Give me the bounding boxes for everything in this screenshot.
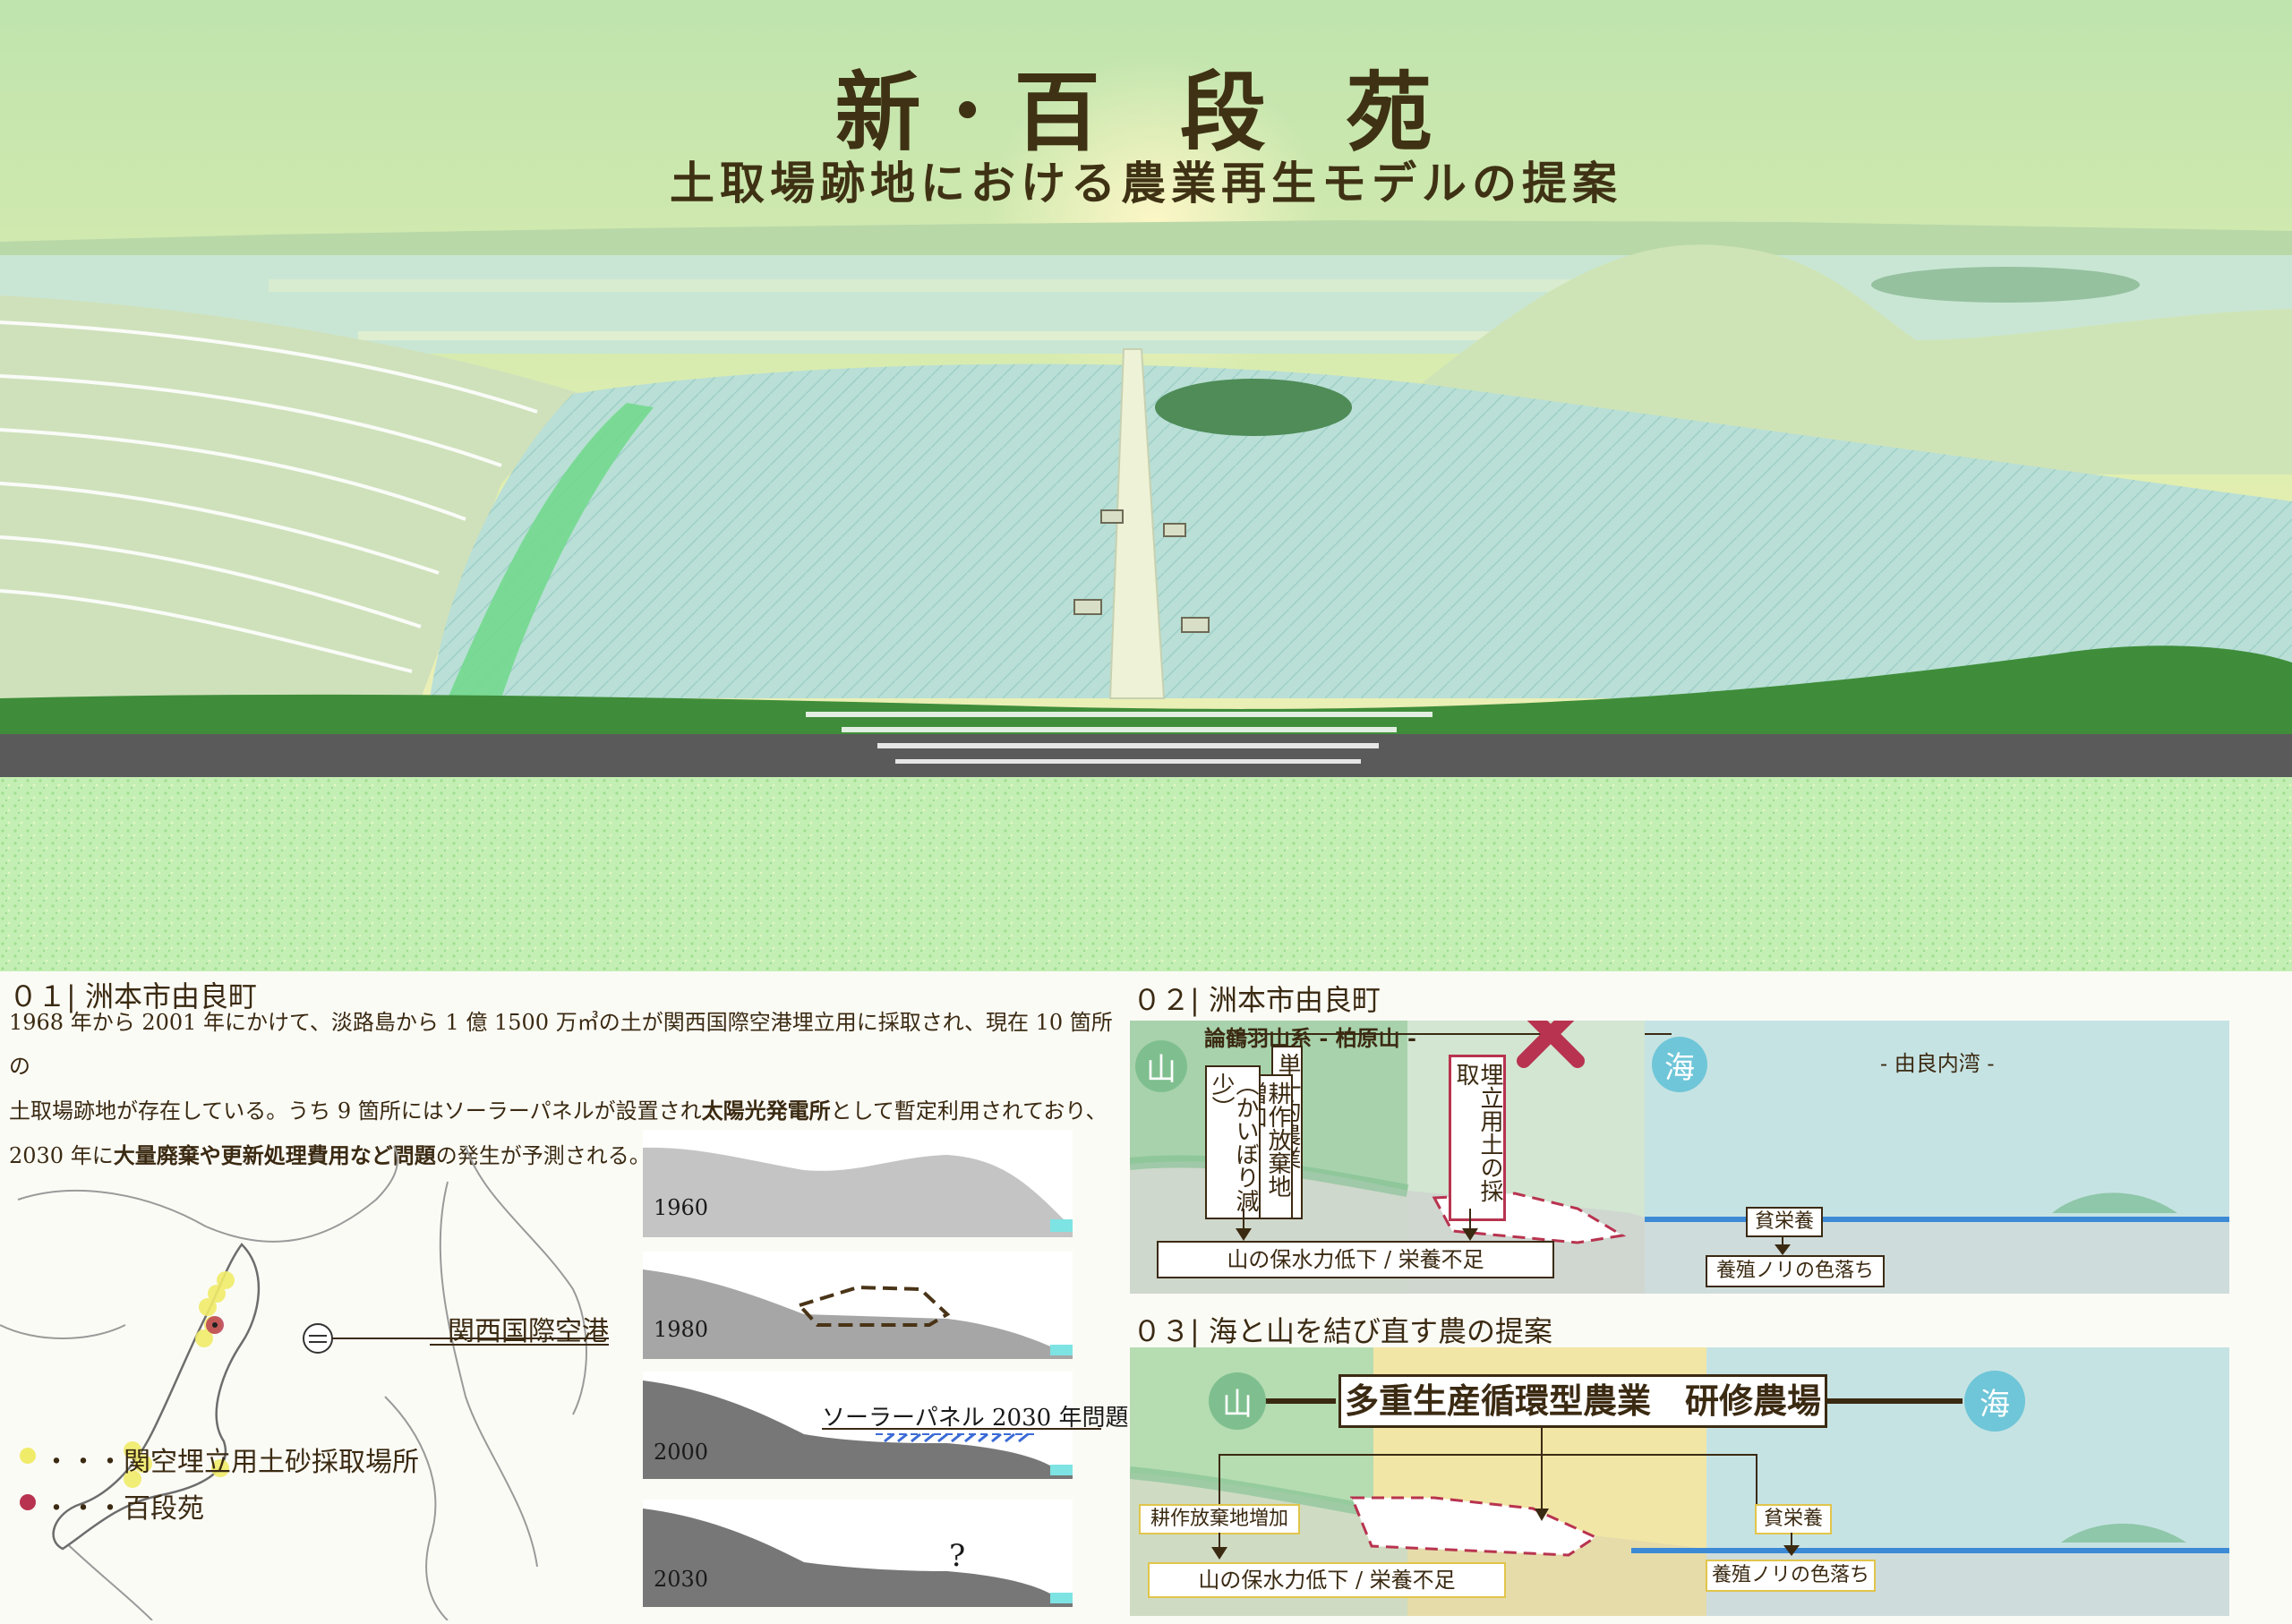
section3-heading: ０３| 海と山を結び直す農の提案 xyxy=(1133,1314,1552,1348)
para-text: として暫定利用されており、 xyxy=(830,1098,1108,1124)
para-text: 土取場跡地が存在している。うち 9 箇所にはソーラーパネルが設置され xyxy=(9,1098,702,1124)
box-nori-fading: 養殖ノリの色落ち xyxy=(1706,1255,1885,1287)
main-title: 新･百 段 苑 xyxy=(834,62,1458,163)
para-line-3: 2030 年に大量廃棄や更新処理費用など問題の発生が予測される。 xyxy=(9,1133,1124,1178)
timeline-panel-1960 xyxy=(643,1130,1073,1237)
sea-circle: 海 xyxy=(1652,1037,1707,1092)
hero-illustration xyxy=(0,0,2292,971)
para-text: 2030 年に xyxy=(9,1143,114,1168)
airport-icon xyxy=(303,1323,333,1354)
solar-label-underline xyxy=(822,1428,1101,1430)
arrow-head-icon xyxy=(1775,1244,1791,1255)
bay-label: - 由良内湾 - xyxy=(1880,1051,1995,1076)
box-nori-fading: 養殖ノリの色落ち xyxy=(1706,1560,1876,1592)
section2-heading: ０２| 洲本市由良町 xyxy=(1133,983,1381,1017)
year-2000: 2000 xyxy=(654,1440,709,1465)
box-water-retention: 山の保水力低下 / 栄養不足 xyxy=(1157,1241,1554,1278)
para-emphasis: 大量廃棄や更新処理費用など問題 xyxy=(113,1142,436,1168)
landscape-painting xyxy=(0,0,2292,971)
sea-circle: 海 xyxy=(1964,1371,2025,1432)
legend-yellow-label: ・・・関空埋立用土砂採取場所 xyxy=(43,1447,419,1478)
prohibition-x-icon xyxy=(1517,1021,1585,1068)
box-multi-production-farm: 多重生産循環型農業 研修農場 xyxy=(1338,1374,1827,1428)
arrow-head-icon xyxy=(1236,1228,1252,1241)
arrow-head-icon xyxy=(1462,1228,1478,1241)
question-mark: ? xyxy=(949,1538,966,1574)
legend-dot-red xyxy=(20,1494,36,1510)
airport-label: 関西国際空港 xyxy=(448,1316,609,1347)
para-emphasis: 太陽光発電所 xyxy=(701,1098,831,1124)
section1-paragraph: 1968 年から 2001 年にかけて、淡路島から 1 億 1500 万㎥の土が… xyxy=(9,1001,1124,1178)
year-1960: 1960 xyxy=(654,1195,709,1220)
legend-dot-yellow xyxy=(20,1448,36,1464)
airport-leader-line xyxy=(430,1344,609,1346)
legend-red-label: ・・・百段苑 xyxy=(43,1493,204,1525)
map-outline xyxy=(0,1145,609,1621)
arrow-stem xyxy=(1243,1209,1244,1235)
timeline-panel-2000 xyxy=(643,1372,1073,1479)
year-2030: 2030 xyxy=(654,1567,709,1592)
mountain-range-label: 論鶴羽山系 - 柏原山 - xyxy=(1204,1025,1416,1051)
box-poor-nutrients: 貧栄養 xyxy=(1746,1207,1823,1237)
solar-2030-label: ソーラーパネル 2030 年問題 xyxy=(822,1405,1129,1432)
arrow-head-icon xyxy=(1211,1547,1227,1560)
arrow-stem xyxy=(1791,1533,1792,1549)
timeline-panel-1980 xyxy=(643,1252,1073,1359)
mountain-circle: 山 xyxy=(1209,1372,1266,1430)
mountain-circle: 山 xyxy=(1135,1040,1187,1092)
box-abandon: 耕作放棄地増加 xyxy=(1139,1504,1300,1534)
year-1980: 1980 xyxy=(654,1317,709,1342)
arrow-stem xyxy=(1782,1235,1783,1246)
para-text: の発生が予測される。 xyxy=(435,1143,651,1168)
para-line-1: 1968 年から 2001 年にかけて、淡路島から 1 億 1500 万㎥の土が… xyxy=(9,1010,1113,1079)
box-poor-nutrients: 貧栄養 xyxy=(1755,1504,1832,1534)
box-landfill: 埋立用土の採取 xyxy=(1449,1055,1506,1221)
main-subtitle: 土取場跡地における農業再生モデルの提案 xyxy=(670,157,1622,209)
timeline-panel-2030 xyxy=(643,1500,1073,1607)
arrow-head-icon xyxy=(1783,1545,1800,1556)
kansai-map xyxy=(0,1145,627,1621)
box-water-retention: 山の保水力低下 / 栄養不足 xyxy=(1148,1562,1506,1598)
arrow-stem xyxy=(1219,1533,1220,1551)
box-kaibori: （かいぼり減少） xyxy=(1205,1065,1261,1219)
para-line-2: 土取場跡地が存在している。うち 9 箇所にはソーラーパネルが設置され太陽光発電所… xyxy=(9,1089,1124,1133)
arrow-stem xyxy=(1469,1209,1471,1235)
section1-heading: ０１| 洲本市由良町 xyxy=(9,979,257,1013)
